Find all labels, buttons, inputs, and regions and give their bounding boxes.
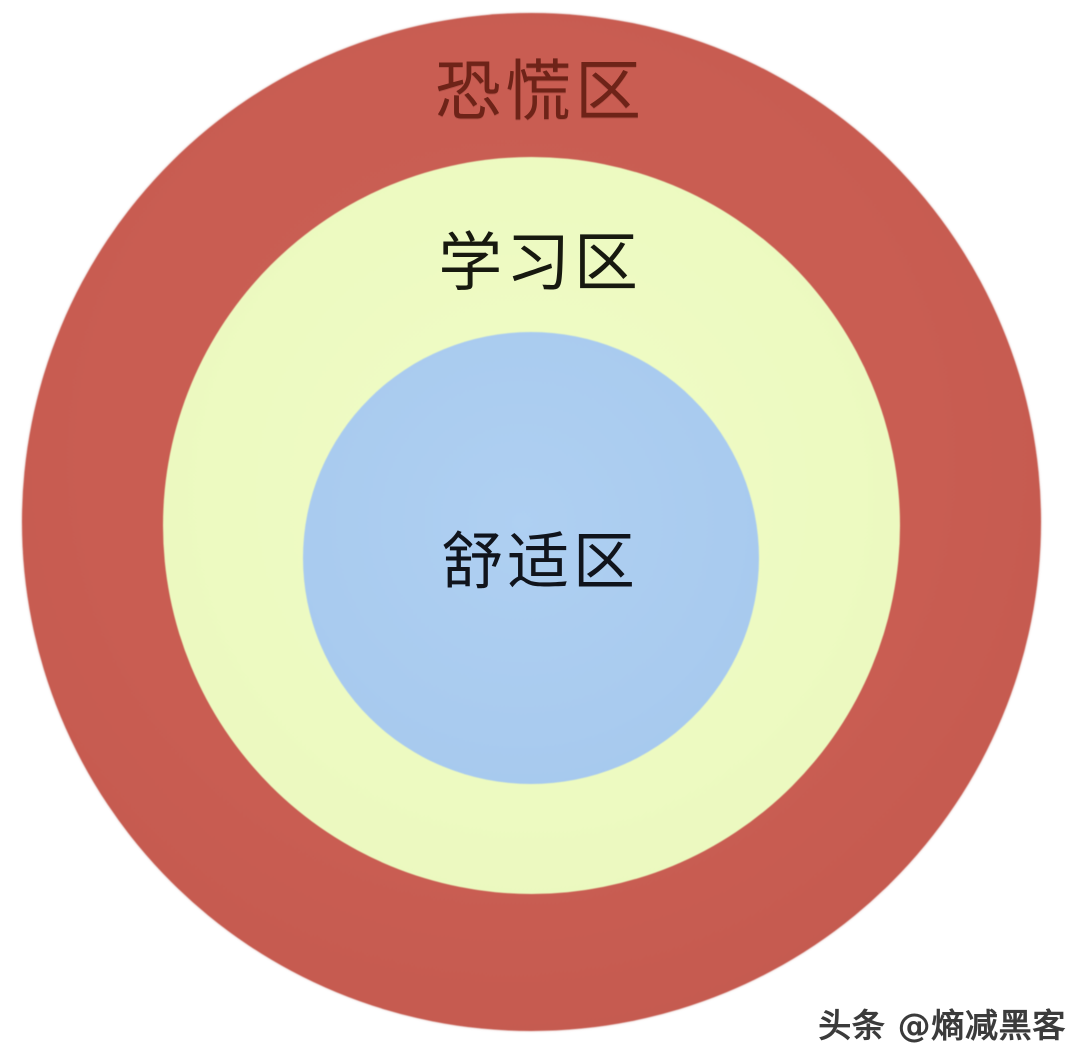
zone-label-learning: 学习区: [438, 227, 642, 301]
zone-label-panic: 恐慌区: [435, 53, 645, 130]
zone-label-comfort: 舒适区: [441, 525, 639, 598]
zone-circle-comfort[interactable]: [303, 332, 759, 784]
watermark-attribution: 头条 @熵减黑客: [818, 1006, 1066, 1045]
